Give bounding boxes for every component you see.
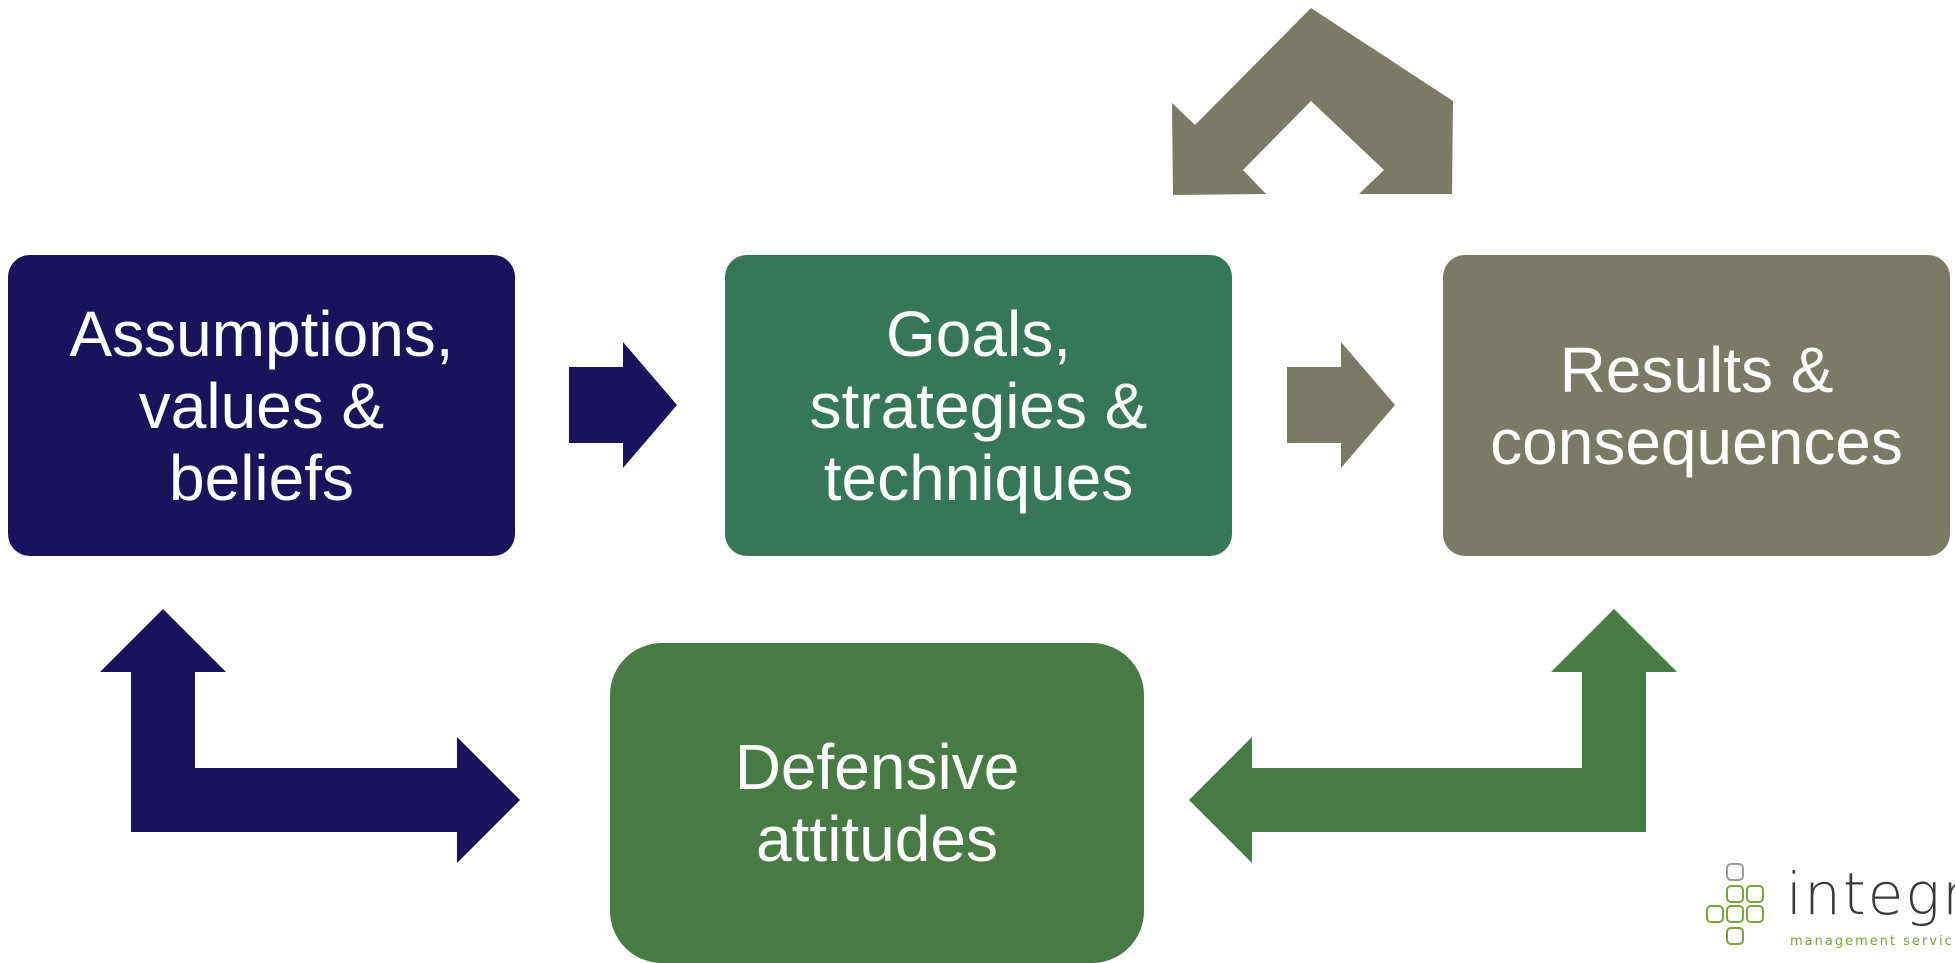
box-defensive-label: Defensive attitudes [734,731,1020,875]
arrow-defensive-to-assumptions [100,609,520,863]
box-goals: Goals, strategies & techniques [725,255,1232,556]
box-assumptions: Assumptions, values & beliefs [8,255,515,556]
arrow-results-up-split [1172,8,1453,195]
box-results-label: Results & consequences [1490,333,1903,478]
arrow-goals-to-results [1287,342,1395,468]
box-defensive: Defensive attitudes [610,643,1144,963]
brand-logo: integr management servic [1700,862,1955,953]
arrow-assumptions-to-goals [569,342,677,468]
box-results: Results & consequences [1443,255,1950,556]
logo-squares-icon [1706,863,1764,945]
arrow-results-to-defensive [1189,609,1677,863]
box-assumptions-label: Assumptions, values & beliefs [69,297,454,514]
box-goals-label: Goals, strategies & techniques [809,297,1148,514]
logo-wordmark: integr [1786,862,1955,928]
logo-tagline: management servic [1790,934,1954,949]
